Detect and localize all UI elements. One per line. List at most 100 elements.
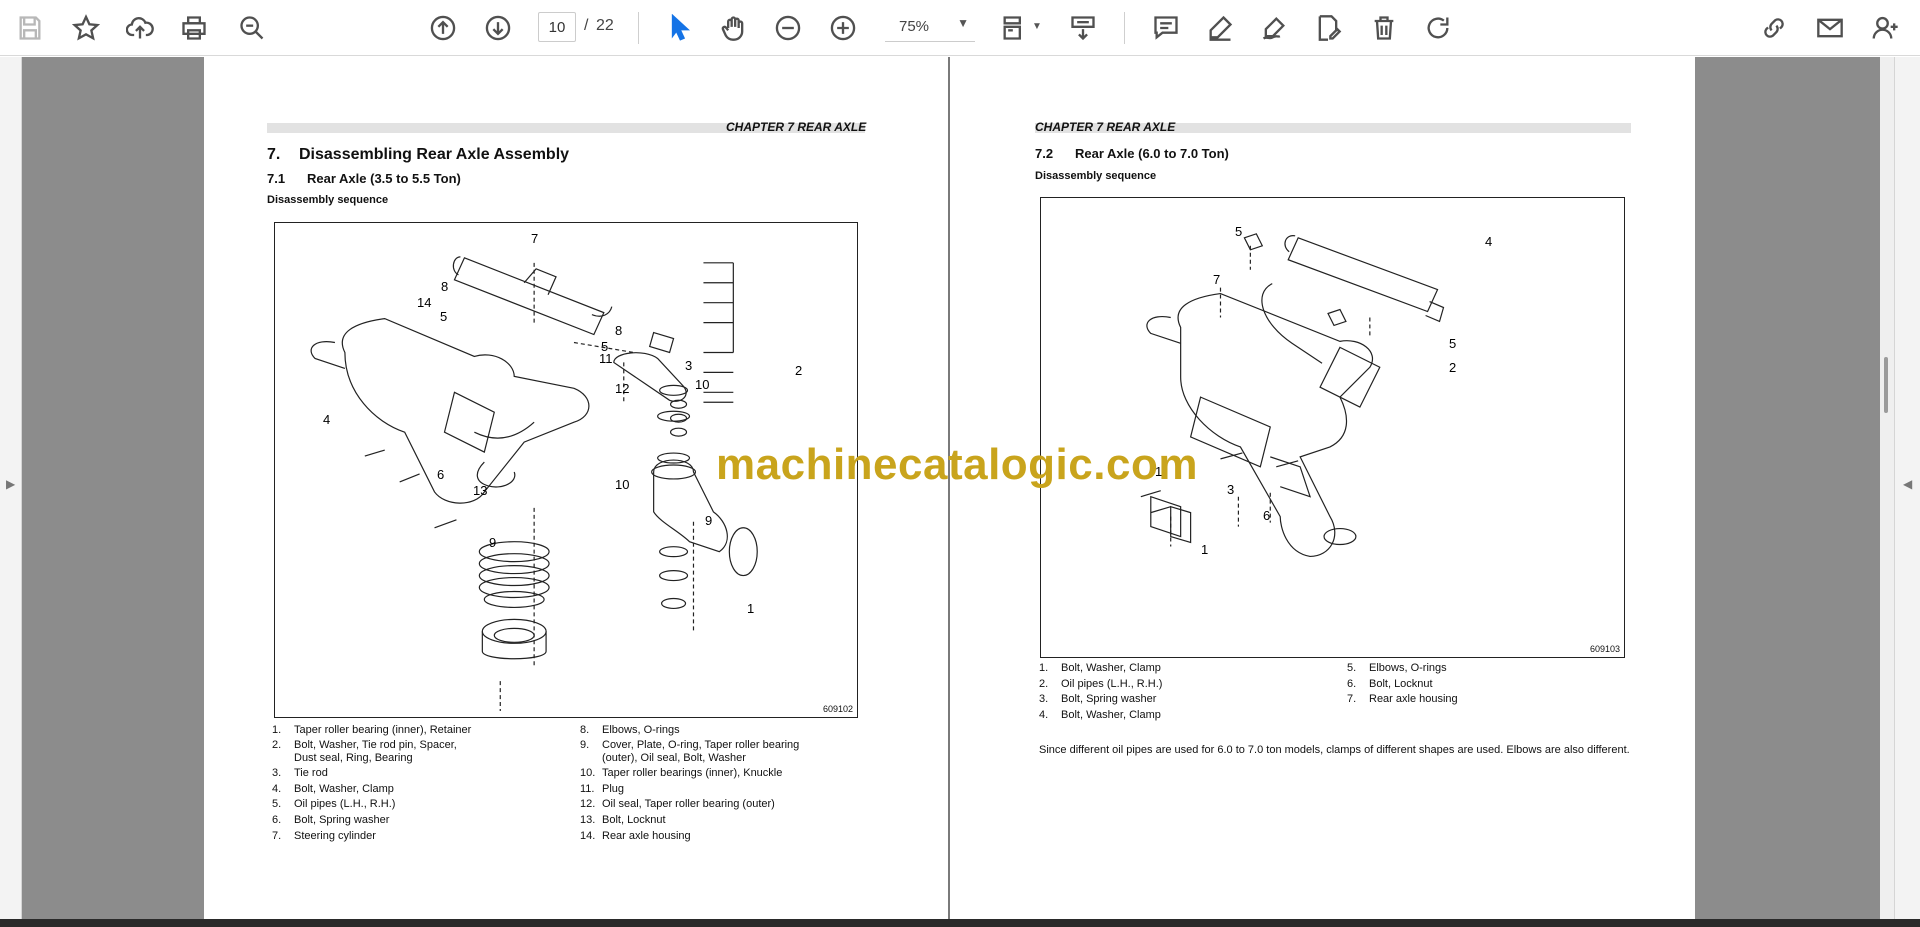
hand-icon[interactable] [716,10,752,46]
watermark-text: machinecatalogic.com [716,440,1198,489]
callout-label: 1 [1201,542,1209,557]
note-text: Since different oil pipes are used for 6… [1039,744,1630,756]
list-item: 5.Oil pipes (L.H., R.H.) [272,798,396,811]
delete-icon[interactable] [1366,10,1402,46]
chevron-down-icon: ▼ [957,16,969,30]
list-item: 10.Taper roller bearings (inner), Knuckl… [580,767,783,780]
list-item: 6.Bolt, Spring washer [272,813,390,826]
callout-label: 5 [1449,336,1457,351]
callout-label: 3 [1227,482,1235,497]
star-icon[interactable] [68,10,104,46]
left-panel-toggle[interactable]: ▶ [0,57,22,919]
list-item: 5.Elbows, O-rings [1347,662,1447,674]
expand-left-icon[interactable]: ◀ [1903,477,1913,491]
window-bottom-edge [0,919,1920,927]
list-item: 8.Elbows, O-rings [580,724,680,736]
list-item: 7.Steering cylinder [272,829,376,842]
callout-label: 2 [1449,360,1457,375]
list-item: 12.Oil seal, Taper roller bearing (outer… [580,798,775,811]
parts-legend-right: 5.Elbows, O-rings 6.Bolt, Locknut 7.Rear… [1347,661,1627,708]
subsection-number: 7.1 [267,171,286,186]
subsection-heading: 7.1 Rear Axle (3.5 to 5.5 Ton) [267,171,461,186]
upload-icon[interactable] [122,10,158,46]
callout-label: 11 [599,351,613,366]
expand-right-icon[interactable]: ▶ [6,477,16,491]
mail-icon[interactable] [1812,10,1848,46]
zoom-in-icon[interactable] [825,10,861,46]
page-number-input[interactable]: 10 [538,12,576,42]
list-item: Dust seal, Ring, Bearing [294,751,413,764]
save-icon[interactable] [12,10,48,46]
callout-label: 4 [323,412,331,427]
edit-pdf-icon[interactable] [1310,10,1346,46]
list-item: 3.Bolt, Spring washer [1039,693,1157,706]
exploded-diagram: 5 4 7 5 2 1 3 6 1 609103 [1040,197,1625,658]
section-title: Disassembling Rear Axle Assembly [299,146,570,163]
right-panel-toggle[interactable]: ◀ [1894,57,1920,919]
rotate-icon[interactable] [1420,10,1456,46]
page-down-icon[interactable] [480,10,516,46]
add-user-icon[interactable] [1868,10,1904,46]
exploded-diagram: 7 8 14 5 8 5 11 3 2 12 10 4 6 13 10 9 9 … [274,222,858,718]
scroll-mode-icon[interactable] [1065,10,1101,46]
zoom-select[interactable]: 75% ▼ [885,12,975,42]
callout-label: 5 [1235,224,1243,239]
callout-label: 3 [685,358,693,373]
list-item: 1.Bolt, Washer, Clamp [1039,662,1161,674]
list-item: 4.Bolt, Washer, Clamp [1039,708,1161,721]
subsection-title: Rear Axle (6.0 to 7.0 Ton) [1075,146,1229,161]
callout-label: 8 [615,323,623,338]
vertical-scrollbar[interactable] [1880,57,1894,919]
figure-code: 609103 [1589,644,1620,654]
list-item: 4.Bolt, Washer, Clamp [272,782,394,795]
list-item: 2.Bolt, Washer, Tie rod pin, Spacer, [272,738,457,751]
share-link-icon[interactable] [1756,10,1792,46]
section-number: 7. [267,146,281,163]
section-heading: 7. Disassembling Rear Axle Assembly [267,146,569,164]
print-icon[interactable] [176,10,212,46]
highlight-icon[interactable] [1202,10,1238,46]
scroll-thumb[interactable] [1884,357,1888,413]
callout-label: 9 [705,513,713,528]
list-item: 7.Rear axle housing [1347,693,1458,706]
list-item: 13.Bolt, Locknut [580,813,666,826]
callout-label: 14 [417,295,432,310]
zoom-search-icon[interactable] [234,10,270,46]
comment-icon[interactable] [1148,10,1184,46]
callout-label: 2 [795,363,803,378]
axle-drawing [1140,233,1445,558]
callout-label: 6 [437,467,445,482]
callout-label: 9 [489,535,497,550]
page-fit-icon[interactable] [996,10,1032,46]
page-separator: / [584,17,589,34]
select-cursor-icon[interactable] [662,10,698,46]
list-item: 6.Bolt, Locknut [1347,677,1433,690]
chapter-heading: CHAPTER 7 REAR AXLE [1035,120,1176,134]
toolbar-divider [638,12,639,44]
callout-label: 7 [531,231,539,246]
zoom-value: 75% [899,18,930,35]
callout-label: 5 [601,339,609,354]
list-item: 1.Taper roller bearing (inner), Retainer [272,724,472,736]
callout-label: 6 [1263,508,1271,523]
page-up-icon[interactable] [425,10,461,46]
zoom-out-icon[interactable] [770,10,806,46]
callout-label: 10 [615,477,630,492]
callout-label: 8 [441,279,449,294]
parts-legend-left: 1.Bolt, Washer, Clamp 2.Oil pipes (L.H.,… [1039,661,1329,723]
sequence-label: Disassembly sequence [267,194,389,206]
callout-label: 13 [473,483,488,498]
chevron-down-icon[interactable]: ▼ [1032,21,1042,32]
toolbar-divider [1124,12,1125,44]
toolbar: 10 / 22 75% ▼ ▼ [0,0,1920,56]
list-item: 3.Tie rod [272,767,328,780]
callout-label: 1 [1155,464,1163,479]
page-total: 22 [596,17,614,34]
chapter-rule [267,123,865,133]
subsection-title: Rear Axle (3.5 to 5.5 Ton) [307,171,461,186]
list-item: 9.Cover, Plate, O-ring, Taper roller bea… [580,738,800,751]
list-item: 11.Plug [580,782,625,795]
subsection-number: 7.2 [1035,146,1054,161]
chapter-rule [1035,123,1631,133]
sign-icon[interactable] [1256,10,1292,46]
